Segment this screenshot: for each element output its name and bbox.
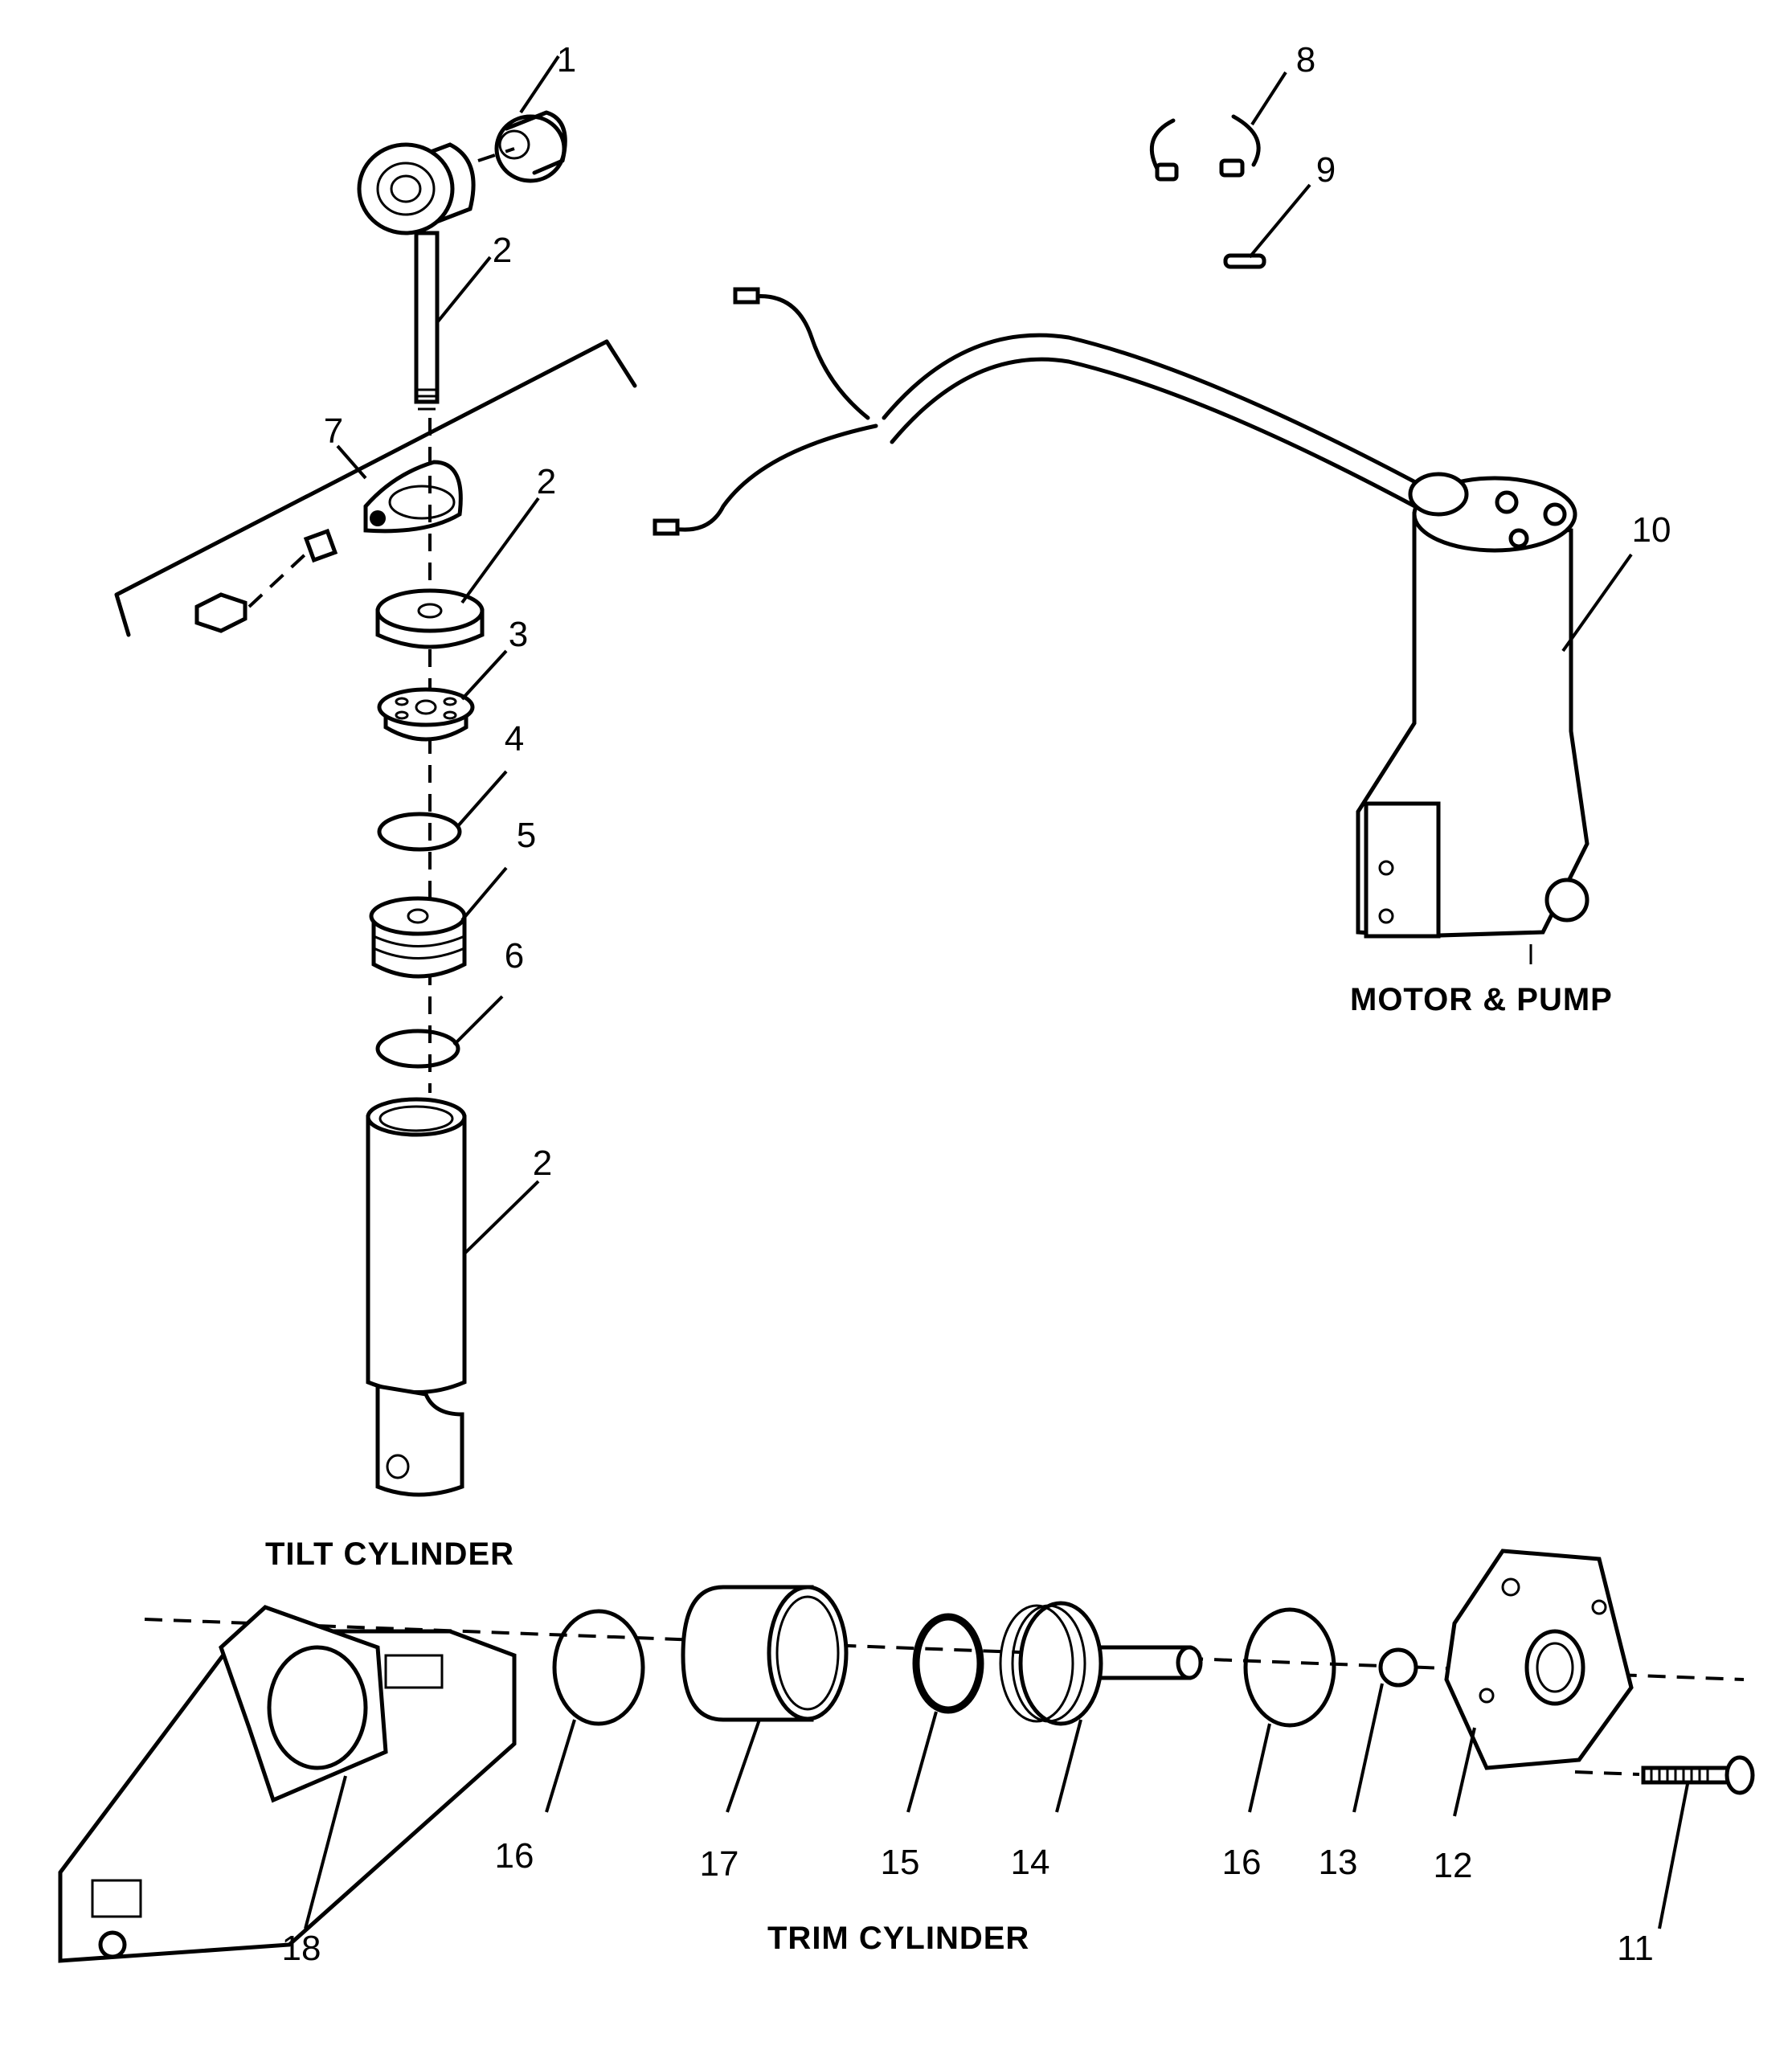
callout-15: 15 <box>880 1843 920 1882</box>
section-title-tilt-cylinder: TILT CYLINDER <box>265 1536 515 1572</box>
leader-8 <box>1250 71 1287 126</box>
callout-13: 13 <box>1318 1843 1358 1882</box>
part-4-o-ring <box>377 812 462 852</box>
callout-1: 1 <box>556 40 577 80</box>
part-6-o-ring <box>375 1029 460 1069</box>
callout-16-right: 16 <box>1221 1843 1262 1882</box>
callout-6: 6 <box>504 936 525 976</box>
leader-15 <box>906 1711 938 1813</box>
leader-6 <box>452 995 504 1046</box>
leader-13 <box>1352 1683 1384 1813</box>
callout-5: 5 <box>516 816 537 855</box>
part-1-bushing <box>494 110 567 183</box>
callout-9: 9 <box>1315 150 1336 190</box>
section-title-trim-cylinder: TRIM CYLINDER <box>767 1921 1030 1956</box>
leader-5 <box>460 866 508 922</box>
part-11-screw <box>1574 1755 1755 1929</box>
part-10-motor-pump <box>1356 472 1633 964</box>
callout-12: 12 <box>1433 1846 1473 1885</box>
part-15-ring <box>912 1613 984 1714</box>
leader-2a <box>436 256 492 323</box>
part-2-cylinder-body <box>366 1097 467 1497</box>
callout-3: 3 <box>508 615 529 654</box>
callout-18: 18 <box>281 1929 321 1968</box>
section-title-motor-pump: MOTOR & PUMP <box>1350 982 1613 1017</box>
part-3-head <box>377 687 475 742</box>
axis-line <box>477 147 515 162</box>
leader-2b <box>460 497 540 604</box>
callout-2-body: 2 <box>532 1144 553 1183</box>
leader-9 <box>1248 183 1311 259</box>
callout-7: 7 <box>323 411 344 451</box>
part-2-eye-rod <box>357 142 476 411</box>
clip-left <box>1149 118 1179 182</box>
part-18-housing <box>58 1605 517 1963</box>
callout-10: 10 <box>1631 510 1671 550</box>
callout-17: 17 <box>699 1844 739 1884</box>
part-16-o-ring-a <box>552 1609 645 1726</box>
leader-1 <box>519 55 560 114</box>
leader-16a <box>545 1719 576 1813</box>
part-9-pin <box>1223 253 1266 269</box>
callout-8: 8 <box>1295 40 1316 80</box>
wiring-harness <box>653 287 1433 536</box>
leader-4 <box>455 770 508 829</box>
callout-14: 14 <box>1010 1843 1050 1882</box>
callout-11: 11 <box>1617 1929 1654 1968</box>
part-13-ball <box>1378 1647 1418 1688</box>
part-2-cap <box>375 588 485 649</box>
part-7-bracket-group <box>114 339 637 637</box>
part-17-sleeve <box>681 1585 849 1813</box>
leader-3 <box>460 649 508 701</box>
leader-16b <box>1248 1723 1271 1813</box>
leader-2c <box>463 1180 540 1255</box>
part-16-o-ring-b <box>1243 1607 1336 1728</box>
callout-4: 4 <box>504 719 525 759</box>
part-8-clip <box>1219 114 1261 178</box>
callout-2-cap: 2 <box>536 462 557 501</box>
callout-2-rod: 2 <box>492 231 513 270</box>
part-5-piston <box>369 896 467 979</box>
callout-16-left: 16 <box>494 1836 534 1876</box>
part-12-end-cap <box>1444 1549 1634 1817</box>
part-14-piston-rod <box>999 1601 1203 1813</box>
